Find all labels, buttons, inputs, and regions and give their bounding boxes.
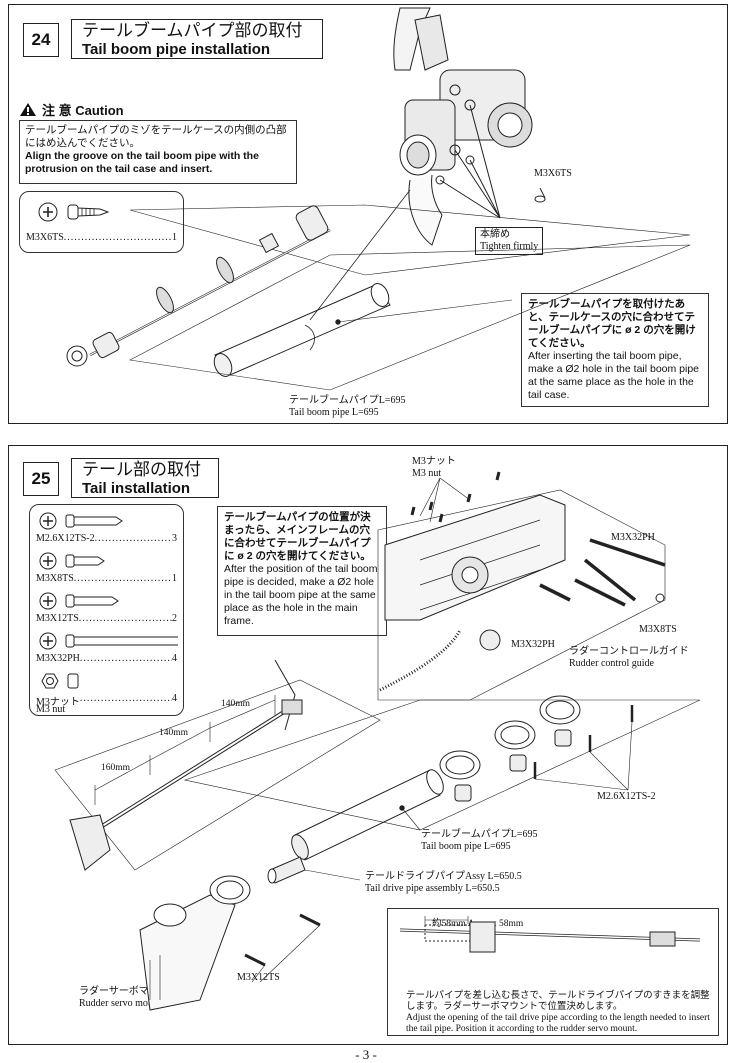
title-en: Tail boom pipe installation [82, 41, 271, 58]
part-row: M3X12TS2 [36, 613, 177, 624]
pipes-drawing [183, 699, 701, 884]
warning-icon [20, 103, 36, 116]
title-jp: テールブームパイプ部の取付 [82, 21, 303, 40]
adjust-inset: 約58mm Approx 58mm テールパイプを差し込む長さで、テールドライブ… [387, 908, 719, 1036]
rudder-guide-label: ラダーコントロールガイド Rudder control guide [569, 646, 689, 669]
part-row: M3X8TS1 [36, 573, 177, 584]
rudder-guides-drawing [439, 695, 634, 802]
screw-label: M3X6TS [534, 168, 572, 179]
servo-mount-label: ラダーサーボマウント Rudder servo mount [79, 986, 179, 1009]
measure-160: 160mm [101, 763, 131, 773]
step-number: 24 [23, 23, 59, 57]
caution-heading: 注 意 Caution [19, 100, 124, 119]
part-row-en: M3 nut [36, 704, 66, 715]
hole-note: テールブームパイプの位置が決まったら、メインフレームの穴に合わせてテールブームパ… [217, 506, 387, 636]
part-row: M2.6X12TS-23 [36, 533, 177, 544]
step-title: テールブームパイプ部の取付 Tail boom pipe installatio… [71, 19, 323, 59]
parts-icons [39, 512, 178, 689]
m26x12ts2-label: M2.6X12TS-2 [597, 791, 656, 802]
tighten-label: 本締め Tighten firmly [475, 227, 544, 255]
pipe-label: テールブームパイプL=695 Tail boom pipe L=695 [289, 395, 406, 418]
main-frame-drawing [377, 471, 666, 701]
title-en: Tail installation [82, 480, 191, 497]
caution-label: 注 意 Caution [42, 103, 124, 118]
adjust-note: テールパイプを差し込む長さで、テールドライブパイプのすきまを調整します。ラダーサ… [406, 991, 710, 1034]
parts-box: M3X6TS 1 [19, 191, 184, 253]
m3-nut-label: M3ナット M3 nut [412, 456, 456, 479]
part-row: M3X32PH4 [36, 653, 177, 664]
pipe-label: テールブームパイプL=695 Tail boom pipe L=695 [421, 829, 538, 852]
m3x32ph-label-b: M3X32PH [511, 639, 555, 650]
note-jp: テールブームパイプの位置が決まったら、メインフレームの穴に合わせてテールブームパ… [224, 511, 371, 562]
m3x12ts-label: M3X12TS [237, 972, 280, 983]
tail-case-drawing [393, 7, 546, 246]
caution-box: テールブームパイプのミゾをテールケースの内側の凸部にはめ込んでください。 Ali… [19, 120, 297, 184]
hole-note: テールブームパイプを取付けたあと、テールケースの穴に合わせてテールブームパイプに… [521, 293, 709, 407]
caution-jp: テールブームパイプのミゾをテールケースの内側の凸部にはめ込んでください。 [25, 124, 287, 149]
caution-en: Align the groove on the tail boom pipe w… [25, 150, 259, 175]
screw-icon [38, 202, 110, 222]
note-en: After the position of the tail boom pipe… [224, 563, 378, 627]
page-number: - 3 - [355, 1047, 377, 1062]
tail-boom-pipe-drawing [129, 189, 691, 391]
part-row: M3ナット4 [36, 693, 177, 708]
part-row: M3X6TS 1 [26, 232, 177, 243]
step-24-panel: 24 テールブームパイプ部の取付 Tail boom pipe installa… [8, 4, 728, 424]
step-title: テール部の取付 Tail installation [71, 458, 219, 498]
m3x8ts-label: M3X8TS [639, 624, 677, 635]
title-jp: テール部の取付 [82, 460, 201, 479]
m3x32ph-label-a: M3X32PH [611, 532, 655, 543]
tail-shaft-drawing [66, 204, 691, 367]
measure-140-a: 140mm [159, 728, 189, 738]
adjust-inset-drawing [399, 916, 701, 953]
note-jp: テールブームパイプを取付けたあと、テールケースの穴に合わせてテールブームパイプに… [528, 298, 696, 349]
step-number: 25 [23, 462, 59, 496]
note-en: After inserting the tail boom pipe, make… [528, 350, 700, 401]
parts-box: M2.6X12TS-23 M3X8TS1 M3X12TS2 M3X32PH4 M… [29, 504, 184, 716]
servo-mount-drawing [139, 875, 321, 1011]
drive-pipe-label: テールドライブパイプAssy L=650.5 Tail drive pipe a… [365, 871, 522, 894]
tail-overview-drawing [54, 659, 381, 871]
